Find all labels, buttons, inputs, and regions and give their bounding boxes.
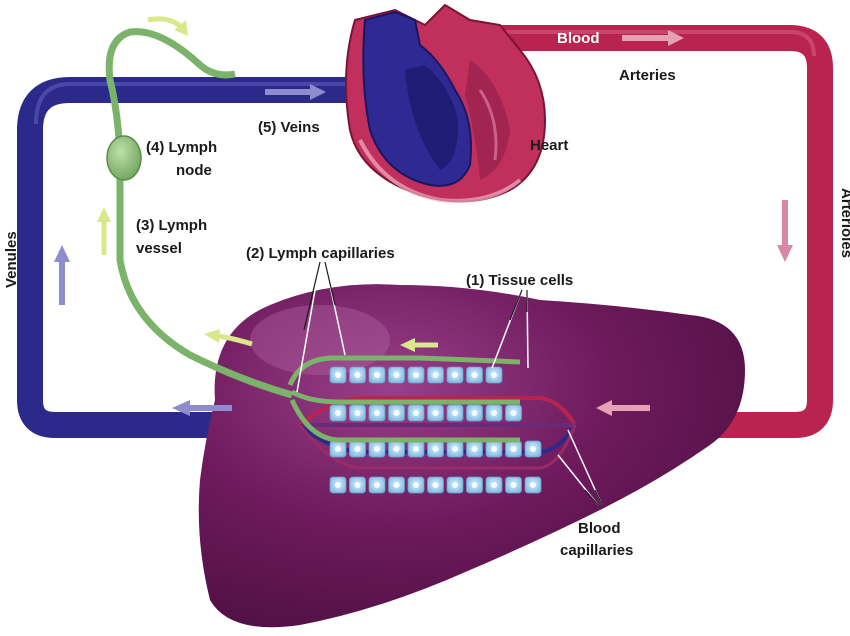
tissue-cell-nucleus	[452, 482, 458, 488]
label-arteries: Arteries	[619, 67, 676, 84]
tissue-cell-nucleus	[510, 482, 517, 488]
tissue-cell-nucleus	[452, 410, 458, 416]
arrow-venous-outflow	[172, 400, 232, 416]
tissue-cell-nucleus	[413, 372, 419, 378]
arrow-lymph-capillary	[400, 338, 438, 352]
tissue-cell-nucleus	[432, 482, 439, 488]
tissue-cell-nucleus	[530, 482, 536, 488]
arrow-lymph-drain	[204, 329, 253, 347]
label-heart: Heart	[530, 137, 568, 154]
tissue-cell-nucleus	[354, 410, 361, 416]
tissue-cell-nucleus	[335, 446, 341, 452]
arrow-lymph-top	[147, 16, 188, 36]
tissue-cell-nucleus	[530, 446, 536, 452]
artery-vessel	[460, 25, 833, 438]
arrow-venules	[54, 245, 70, 305]
tissue-cell-nucleus	[491, 372, 497, 378]
label-lymph-capillaries: (2) Lymph capillaries	[246, 245, 395, 262]
tissue-cell-nucleus	[374, 410, 380, 416]
tissue-cell-nucleus	[354, 372, 361, 378]
tissue-cell-nucleus	[471, 410, 478, 416]
tissue-cell-nucleus	[471, 372, 478, 378]
tissue-cell-nucleus	[452, 446, 458, 452]
tissue-cell-nucleus	[335, 410, 341, 416]
label-arterioles: Arterioles	[838, 188, 850, 258]
label-lymph-node-line1: (4) Lymph	[146, 139, 217, 156]
circulation-loop	[17, 25, 833, 438]
arrow-lymph-vessel	[97, 207, 111, 255]
label-tissue-cells: (1) Tissue cells	[466, 272, 573, 289]
tissue-cell-nucleus	[471, 482, 478, 488]
label-blood-capillaries-line1: Blood	[578, 520, 621, 537]
tissue-cell-nucleus	[393, 482, 400, 488]
tissue-cell-nucleus	[374, 482, 380, 488]
tissue-cell-nucleus	[510, 446, 517, 452]
label-lymph-vessel-line1: (3) Lymph	[136, 217, 207, 234]
label-blood: Blood	[557, 30, 600, 47]
tissue-cell-nucleus	[471, 446, 478, 452]
label-blood-capillaries-line2: capillaries	[560, 542, 633, 559]
arrow-arterioles	[777, 200, 793, 262]
tissue-cell-nucleus	[354, 446, 361, 452]
tissue-cell-nucleus	[393, 446, 400, 452]
tissue-cell-nucleus	[432, 410, 439, 416]
tissue-cell-nucleus	[374, 446, 380, 452]
tissue-cell-nucleus	[432, 372, 439, 378]
tissue-cell-nucleus	[491, 482, 497, 488]
label-lymph-vessel-line2: vessel	[136, 240, 182, 257]
arrow-capillary-inflow	[596, 400, 650, 416]
tissue-cell-nucleus	[432, 446, 439, 452]
tissue-cell-nucleus	[374, 372, 380, 378]
tissue-cell-nucleus	[335, 372, 341, 378]
label-veins: (5) Veins	[258, 119, 320, 136]
arrow-blood	[622, 30, 684, 46]
flow-arrows	[54, 16, 793, 416]
heart	[345, 3, 547, 203]
label-lymph-node-line2: node	[176, 162, 212, 179]
tissue-cell-nucleus	[413, 446, 419, 452]
tissue-cell-nucleus	[491, 446, 497, 452]
arrow-veins	[265, 84, 326, 100]
tissue-cell-nucleus	[354, 482, 361, 488]
lymph-node	[106, 135, 142, 181]
tissue-cell-nucleus	[393, 410, 400, 416]
tissue-cell-nucleus	[335, 482, 341, 488]
vein-vessel	[17, 77, 360, 438]
tissue-cell-nucleus	[413, 482, 419, 488]
tissue-cell-nucleus	[452, 372, 458, 378]
tissue-cell-nucleus	[510, 410, 517, 416]
tissue-cell-nucleus	[413, 410, 419, 416]
label-venules: Venules	[3, 231, 20, 288]
tissue-cell-nucleus	[491, 410, 497, 416]
tissue-cell-nucleus	[393, 372, 400, 378]
